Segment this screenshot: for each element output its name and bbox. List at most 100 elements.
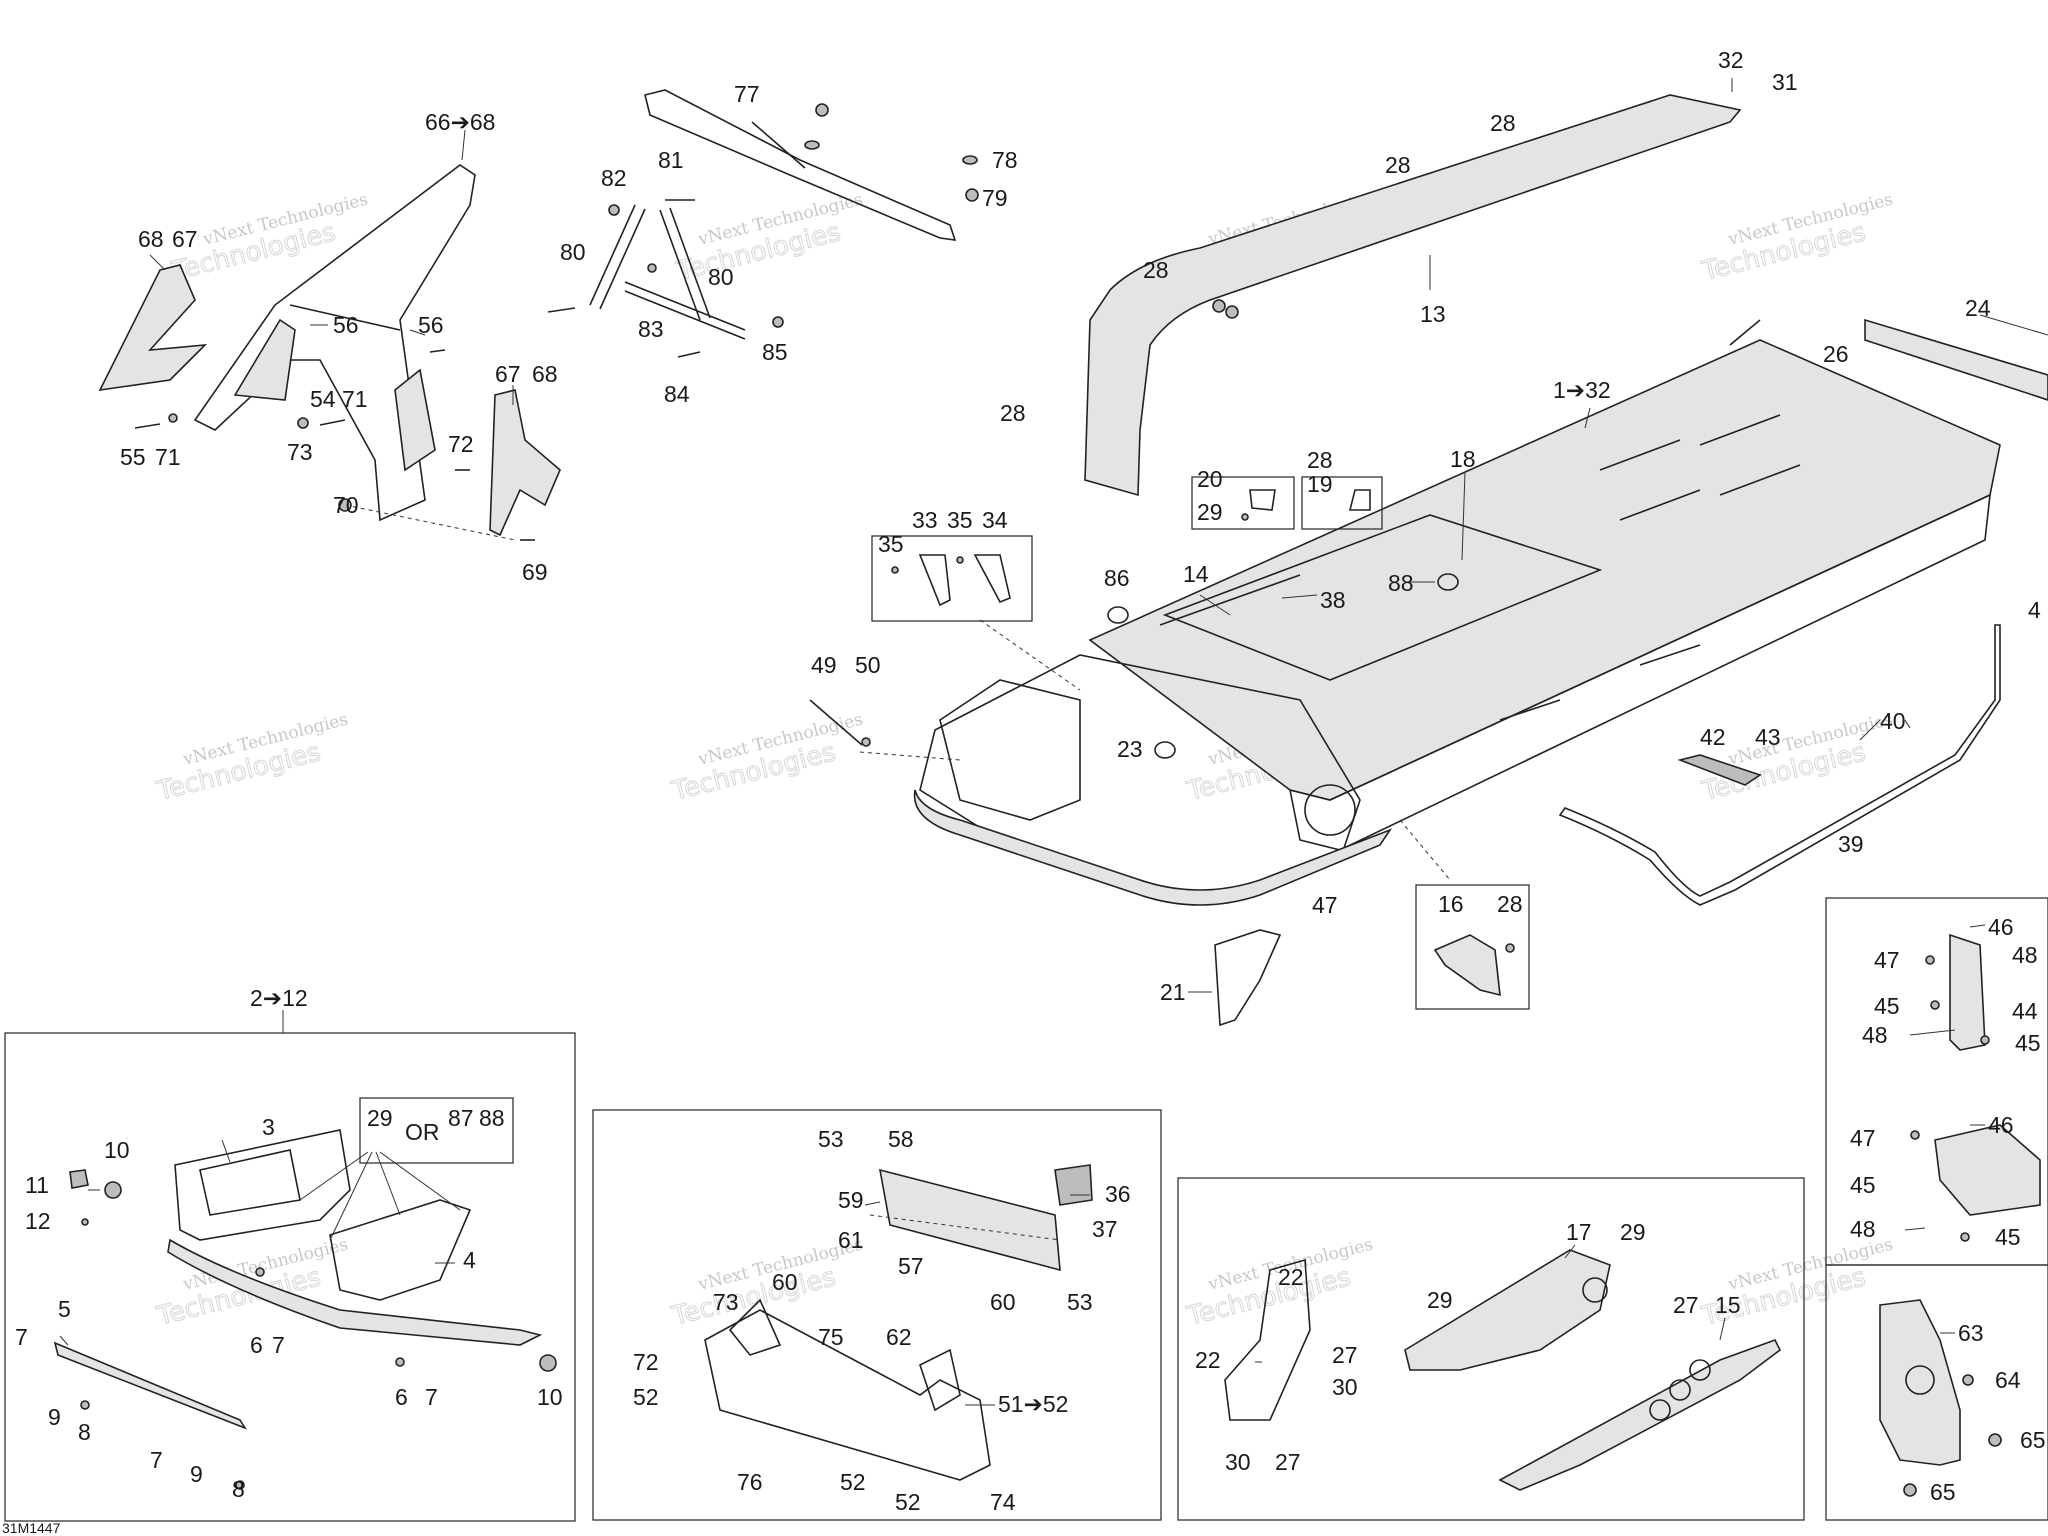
callout-19: 19 xyxy=(1307,471,1333,497)
module-36 xyxy=(1054,1164,1093,1206)
callout-28: 28 xyxy=(1307,447,1333,473)
callout-82: 82 xyxy=(601,165,627,191)
steering-support-group: 66➔68 68 67 56 56 54 71 55 71 73 70 72 6… xyxy=(98,109,561,585)
callout-73: 73 xyxy=(713,1289,739,1315)
main-frame-group: 1➔32 18 14 38 88 86 23 24 26 47 xyxy=(859,295,2048,918)
callout-16: 16 xyxy=(1438,891,1464,917)
callout-6: 6 xyxy=(395,1384,408,1410)
detail-frame xyxy=(592,1109,1162,1521)
callout-48: 48 xyxy=(2012,942,2038,968)
callout-71: 71 xyxy=(155,444,181,470)
nut-50 xyxy=(861,737,871,747)
detail-frame xyxy=(1177,1177,1805,1521)
assembly-line xyxy=(1399,819,1451,881)
leader xyxy=(1904,719,1911,729)
callout-52: 52 xyxy=(633,1384,659,1410)
decal-86 xyxy=(1107,606,1129,624)
decal-23 xyxy=(1154,741,1176,759)
bracket-44b xyxy=(1934,1124,2041,1216)
screw-35 xyxy=(891,566,899,574)
callout-28: 28 xyxy=(1000,400,1026,426)
callout-22: 22 xyxy=(1278,1264,1304,1290)
leader xyxy=(1859,719,1881,741)
tunnel-slot xyxy=(1499,699,1561,721)
or-label: OR xyxy=(405,1119,440,1145)
leader xyxy=(864,1201,881,1206)
callout-53: 53 xyxy=(818,1126,844,1152)
bolt-left xyxy=(547,307,576,313)
bar-5 xyxy=(53,1341,247,1430)
front-subframe-3 xyxy=(174,1129,351,1241)
tunnel-slot xyxy=(1639,644,1701,666)
skid-plate-17 xyxy=(1404,1249,1611,1371)
washer-80 xyxy=(647,263,657,273)
callout-86: 86 xyxy=(1104,565,1130,591)
callout-49: 49 xyxy=(811,652,837,678)
detail-frame xyxy=(1191,476,1295,530)
callout-50: 50 xyxy=(855,652,881,678)
bumper-10b xyxy=(539,1354,557,1372)
bracket-bore xyxy=(1905,1365,1935,1395)
assembly-line xyxy=(344,504,516,541)
link-rod-80-right-edge xyxy=(669,207,711,319)
fitting-13b xyxy=(1225,305,1239,319)
assembly-line xyxy=(859,751,961,761)
bracket-16 xyxy=(1433,934,1501,997)
watermarks: vNext Technologies Technologies vNext Te… xyxy=(153,190,1895,1333)
callout-40: 40 xyxy=(1880,708,1906,734)
callout-48: 48 xyxy=(1862,1022,1888,1048)
nut-8b xyxy=(235,1480,245,1490)
callout-80: 80 xyxy=(708,264,734,290)
callout-28: 28 xyxy=(1490,110,1516,136)
support-gusset-right xyxy=(394,368,436,472)
leader xyxy=(1969,924,1986,928)
callout-8: 8 xyxy=(78,1419,91,1445)
front-skid-plate xyxy=(913,789,1393,906)
nut-65 xyxy=(1988,1433,2002,1447)
callout-1-32: 1➔32 xyxy=(1553,377,1611,403)
skid-hole xyxy=(1649,1399,1671,1421)
callout-10: 10 xyxy=(537,1384,563,1410)
assembly-line xyxy=(979,619,1081,691)
leader xyxy=(461,129,466,161)
front-bulkhead xyxy=(939,679,1081,821)
callout-72: 72 xyxy=(448,431,474,457)
bumper-10 xyxy=(104,1181,122,1199)
support-crossbar xyxy=(289,304,401,331)
rail-24-end xyxy=(1729,319,1761,346)
link-rod-80-left-edge xyxy=(599,208,646,310)
nut-47 xyxy=(1925,955,1935,965)
detail-box-33-35: 33 35 34 35 xyxy=(871,507,1033,622)
washer-77 xyxy=(804,140,820,150)
steering-arm-77 xyxy=(644,89,957,241)
engine-cradle-box: 53 58 59 61 57 60 53 36 37 73 60 75 62 7… xyxy=(592,1109,1162,1521)
callout-44: 44 xyxy=(2012,998,2038,1024)
link-rod-80-right xyxy=(659,209,701,321)
tunnel-rib xyxy=(1719,464,1801,496)
bracket-22 xyxy=(1224,1258,1311,1421)
callout-67: 67 xyxy=(495,361,521,387)
bolt-64 xyxy=(1962,1374,1974,1386)
clip-19 xyxy=(1348,489,1371,511)
nut-77 xyxy=(815,103,829,117)
callout-87: 87 xyxy=(448,1105,474,1131)
callout-9: 9 xyxy=(48,1404,61,1430)
skid-hole xyxy=(1582,1277,1608,1303)
callout-68: 68 xyxy=(138,226,164,252)
bolt-84 xyxy=(677,351,701,358)
callout-45: 45 xyxy=(2015,1030,2041,1056)
rail-14 xyxy=(1159,574,1301,626)
callout-11: 11 xyxy=(25,1172,49,1198)
callout-81: 81 xyxy=(658,147,684,173)
nut-45c xyxy=(1960,1232,1970,1242)
detail-box-28-19: 28 19 xyxy=(1301,447,1383,530)
callout-7: 7 xyxy=(272,1332,285,1358)
front-subframe-bracket xyxy=(329,1199,472,1301)
callout-33: 33 xyxy=(912,507,938,533)
nut-82 xyxy=(608,204,620,216)
callout-29: 29 xyxy=(1197,499,1223,525)
callout-62: 62 xyxy=(886,1324,912,1350)
callout-65: 65 xyxy=(2020,1427,2046,1453)
callout-47: 47 xyxy=(1874,947,1900,973)
